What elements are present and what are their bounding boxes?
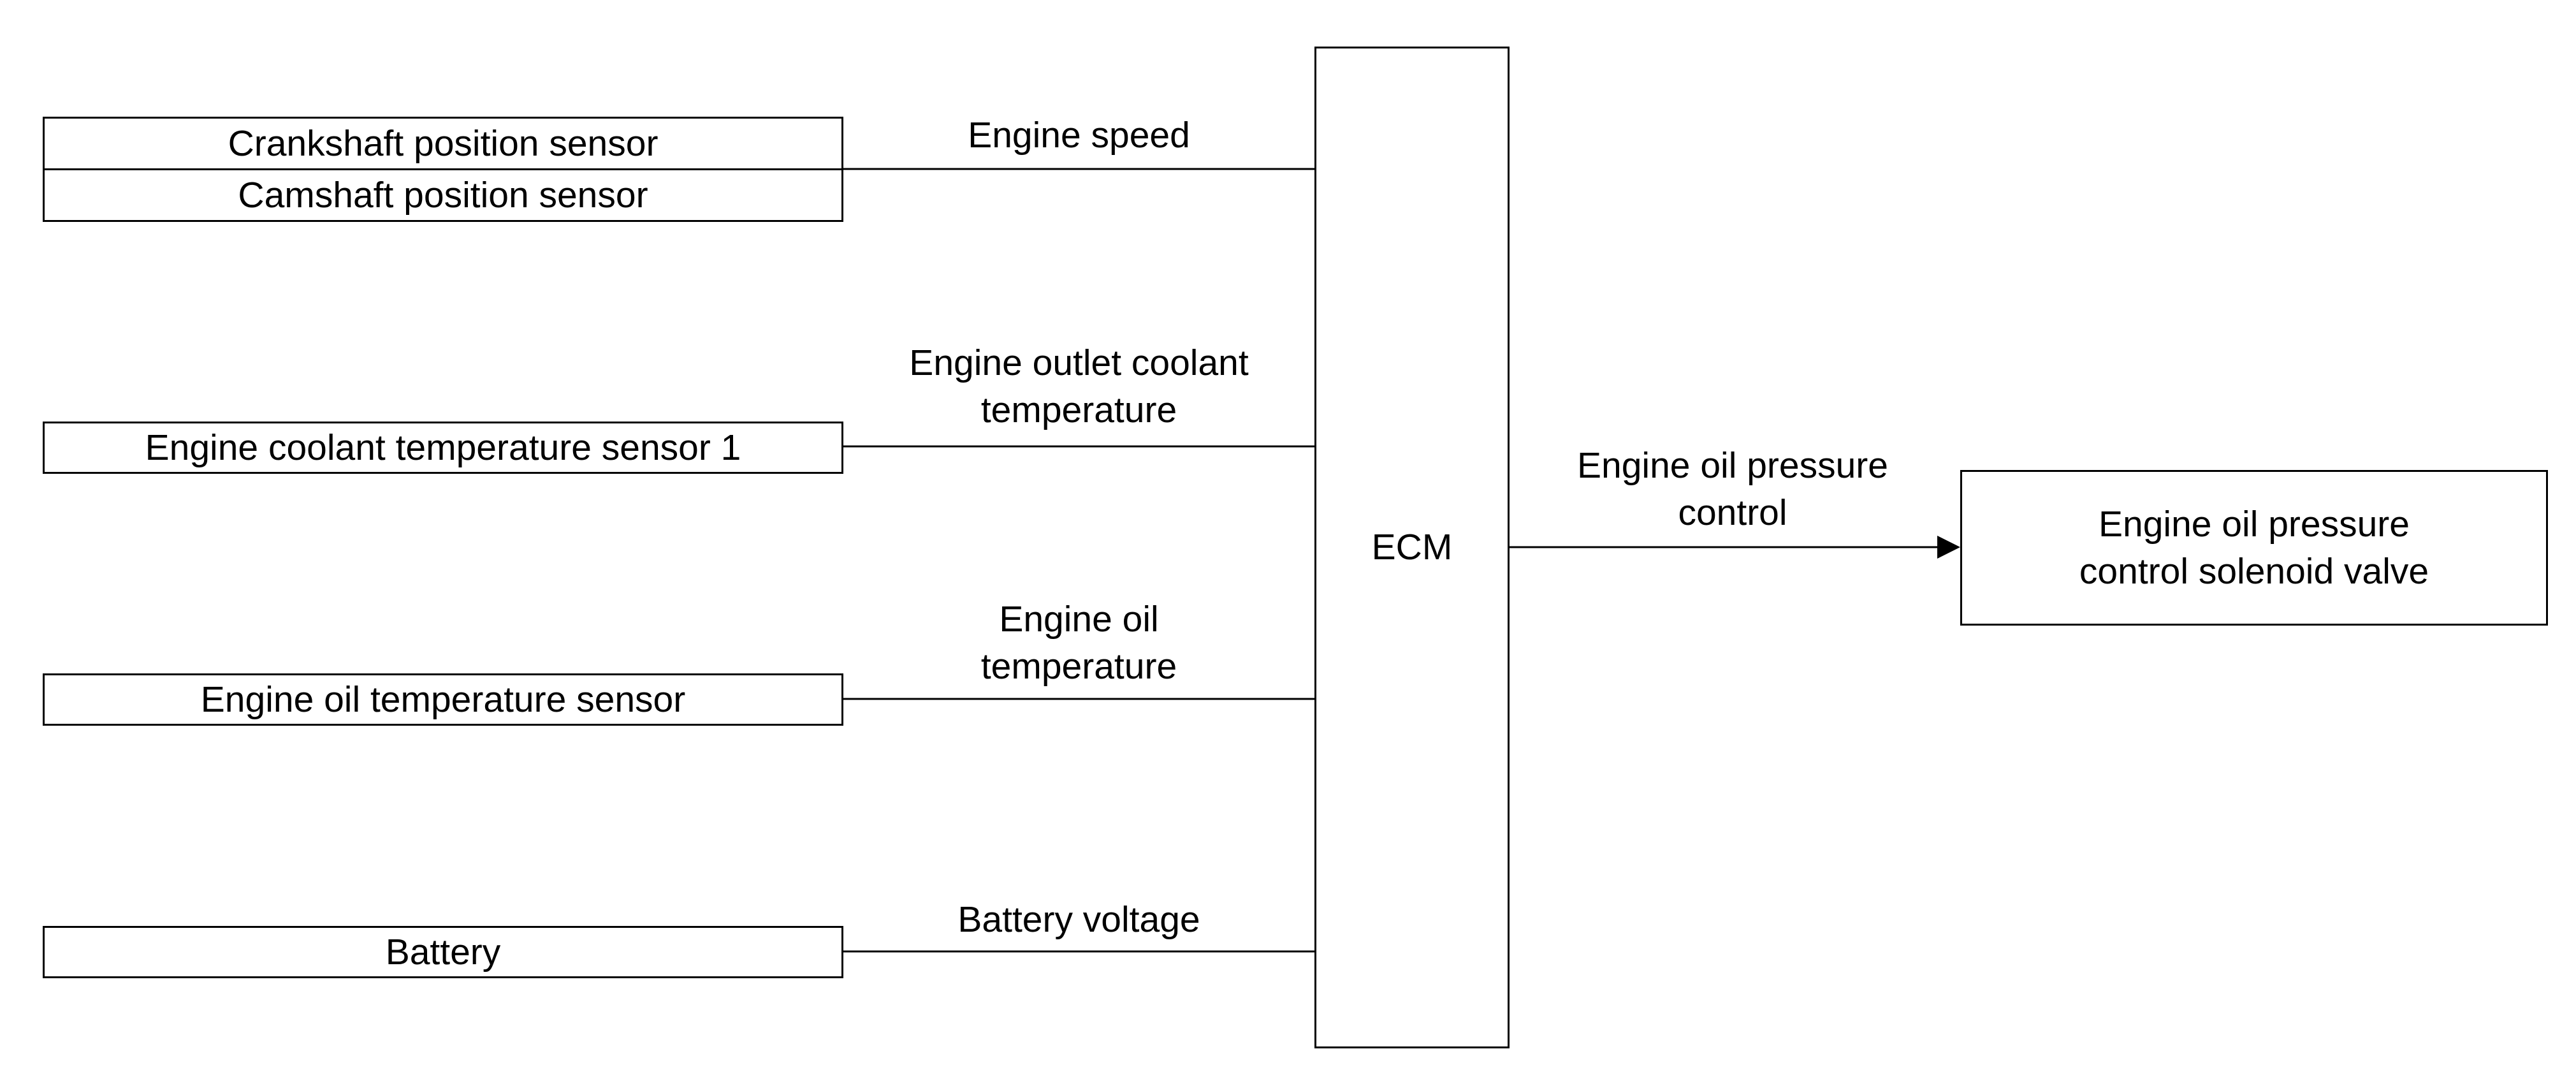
camshaft-position-sensor-label: Camshaft position sensor <box>238 174 648 216</box>
engine-oil-pressure-control-solenoid-valve-box: Engine oil pressure control solenoid val… <box>1960 470 2548 626</box>
oil-pressure-control-arrowhead <box>1937 536 1960 559</box>
engine-speed-signal-label: Engine speed <box>968 115 1190 156</box>
ecm-box: ECM <box>1314 47 1510 1048</box>
crankshaft-position-sensor-box: Crankshaft position sensor <box>43 117 843 170</box>
coolant-temperature-signal-label: Engine outlet coolant temperature <box>909 342 1249 431</box>
engine-oil-pressure-control-solenoid-valve-label: Engine oil pressure control solenoid val… <box>2079 503 2429 592</box>
oil-temperature-signal-label: Engine oil temperature <box>980 599 1177 687</box>
engine-coolant-temperature-sensor-label: Engine coolant temperature sensor 1 <box>145 427 741 468</box>
engine-coolant-temperature-sensor-box: Engine coolant temperature sensor 1 <box>43 422 843 474</box>
battery-label: Battery <box>385 931 501 972</box>
oil-pressure-control-signal-label: Engine oil pressure control <box>1577 445 1888 534</box>
battery-box: Battery <box>43 926 843 978</box>
battery-voltage-signal-label: Battery voltage <box>957 899 1200 940</box>
camshaft-position-sensor-box: Camshaft position sensor <box>43 168 843 222</box>
engine-oil-temperature-sensor-label: Engine oil temperature sensor <box>200 679 686 720</box>
crankshaft-position-sensor-label: Crankshaft position sensor <box>228 122 659 164</box>
engine-oil-temperature-sensor-box: Engine oil temperature sensor <box>43 673 843 726</box>
ecm-label: ECM <box>1371 527 1453 568</box>
